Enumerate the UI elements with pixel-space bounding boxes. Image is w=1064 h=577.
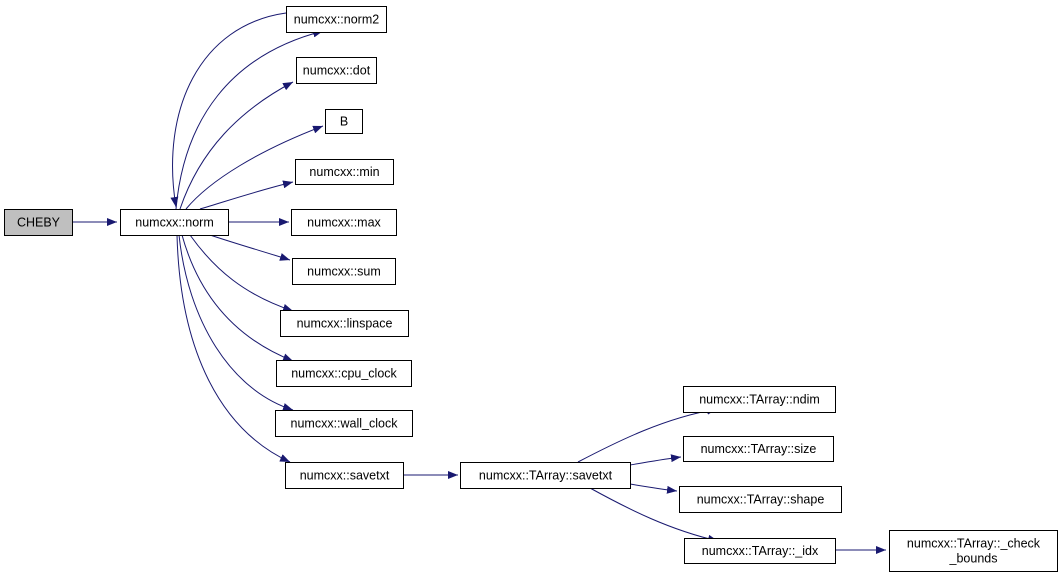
node-label: _bounds (949, 552, 998, 566)
node-ta-idx[interactable]: numcxx::TArray::_idx (684, 538, 836, 564)
node-label: numcxx::wall_clock (291, 417, 399, 431)
node-max[interactable]: numcxx::max (291, 209, 397, 236)
node-box (280, 310, 409, 337)
node-label: numcxx::linspace (297, 317, 393, 331)
edge-tarray-savetxt-to-shape (629, 483, 678, 494)
edge-tarray-savetxt-to-size (629, 454, 682, 466)
node-label: numcxx::savetxt (300, 469, 390, 483)
node-sum[interactable]: numcxx::sum (292, 258, 396, 285)
node-box (120, 209, 229, 236)
node-box (684, 538, 836, 564)
node-ta-check-bounds[interactable]: numcxx::TArray::_check_bounds (889, 530, 1058, 572)
node-ta-size[interactable]: numcxx::TArray::size (683, 436, 834, 462)
edge-tarray-savetxt-to-idx (589, 487, 719, 543)
node-label: numcxx::sum (307, 265, 381, 279)
edge-norm-to-norm2 (175, 29, 324, 210)
edge-norm-to-dot (179, 81, 294, 210)
node-cpu-clock[interactable]: numcxx::cpu_clock (276, 360, 412, 387)
node-savetxt[interactable]: numcxx::savetxt (285, 462, 404, 489)
node-box (889, 530, 1058, 572)
edge-norm-to-b (185, 125, 324, 210)
node-box (276, 360, 412, 387)
edge-norm-to-linspace (189, 234, 294, 312)
node-box (275, 410, 413, 437)
node-box (679, 486, 842, 513)
node-box (683, 436, 834, 462)
node-box (286, 6, 387, 33)
node-box (296, 57, 377, 84)
edge-norm-to-min (199, 180, 294, 210)
node-label: numcxx::TArray::_check (907, 537, 1041, 551)
node-box (291, 209, 397, 236)
node-box (285, 462, 404, 489)
node-box (295, 159, 394, 185)
node-label: numcxx::norm (135, 216, 214, 230)
edge-norm-to-wall-clock (178, 234, 294, 411)
node-label: numcxx::cpu_clock (291, 367, 397, 381)
node-label: numcxx::TArray::ndim (699, 393, 820, 407)
edge-norm-to-sum (209, 234, 291, 261)
node-box (325, 109, 363, 134)
node-b[interactable]: B (325, 109, 363, 134)
node-wall-clock[interactable]: numcxx::wall_clock (275, 410, 413, 437)
node-label: CHEBY (17, 216, 61, 230)
node-norm[interactable]: numcxx::norm (120, 209, 229, 236)
node-box (292, 258, 396, 285)
node-linspace[interactable]: numcxx::linspace (280, 310, 409, 337)
node-label: numcxx::TArray::_idx (702, 544, 819, 558)
node-dot[interactable]: numcxx::dot (296, 57, 377, 84)
node-box (683, 386, 836, 413)
node-label: numcxx::min (309, 165, 379, 179)
node-label: numcxx::TArray::shape (697, 493, 825, 507)
node-label: numcxx::TArray::savetxt (479, 469, 613, 483)
node-ta-ndim[interactable]: numcxx::TArray::ndim (683, 386, 836, 413)
node-ta-shape[interactable]: numcxx::TArray::shape (679, 486, 842, 513)
node-min[interactable]: numcxx::min (295, 159, 394, 185)
node-ta-savetxt[interactable]: numcxx::TArray::savetxt (460, 462, 631, 489)
edge-norm-to-savetxt (176, 234, 291, 463)
nodes-layer: CHEBY numcxx::norm numcxx::norm2numcxx::do… (4, 6, 1058, 572)
node-label: numcxx::dot (303, 64, 371, 78)
node-label: numcxx::norm2 (294, 13, 379, 27)
node-label: numcxx::max (307, 216, 381, 230)
node-label: B (340, 115, 348, 129)
edge-norm2-to-norm (170, 12, 287, 208)
node-box (460, 462, 631, 489)
node-box (4, 209, 73, 236)
node-label: numcxx::TArray::size (701, 442, 817, 456)
edge-norm-to-cpu-clock (181, 234, 294, 362)
node-norm2[interactable]: numcxx::norm2 (286, 6, 387, 33)
node-cheby[interactable]: CHEBY (4, 209, 73, 236)
